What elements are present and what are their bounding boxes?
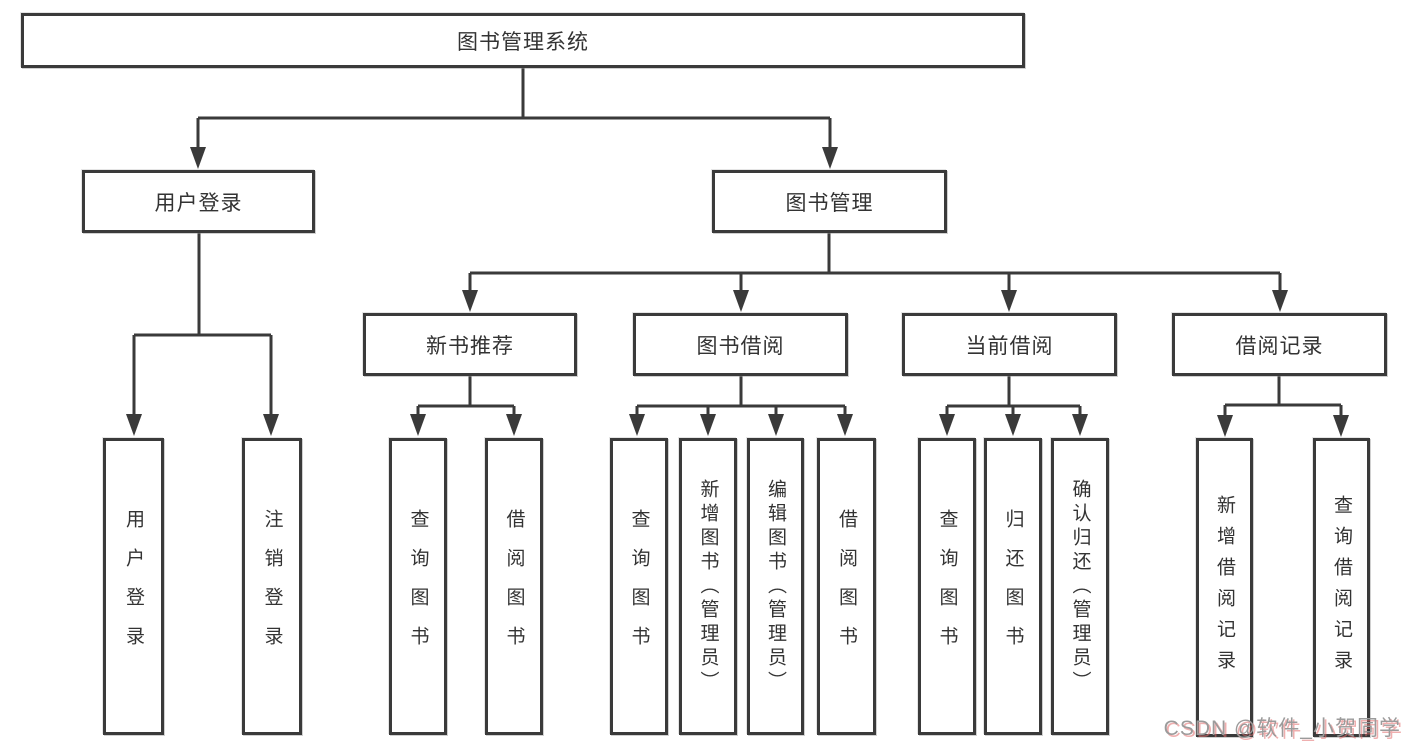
node-label: 借阅图书 bbox=[503, 508, 525, 665]
node-book-management: 图书管理 bbox=[712, 170, 947, 233]
node-label: 用户登录 bbox=[123, 508, 144, 665]
leaf-edit-books-admin: 编辑图书（管理员） bbox=[747, 438, 804, 735]
leaf-borrow-books-recommend: 借阅图书 bbox=[485, 438, 543, 735]
node-library-management-system: 图书管理系统 bbox=[21, 13, 1025, 68]
node-label: 查询图书 bbox=[628, 508, 650, 665]
leaf-add-borrow-record: 新增借阅记录 bbox=[1196, 438, 1253, 737]
leaf-search-borrow-record: 查询借阅记录 bbox=[1313, 438, 1370, 737]
leaf-borrow-books-borrowing: 借阅图书 bbox=[817, 438, 876, 735]
node-book-borrowing: 图书借阅 bbox=[633, 313, 848, 376]
node-label: 借阅图书 bbox=[836, 508, 857, 665]
leaf-search-books-current: 查询图书 bbox=[918, 438, 976, 735]
leaf-add-books-admin: 新增图书（管理员） bbox=[679, 438, 737, 735]
node-label: 用户登录 bbox=[154, 191, 243, 215]
node-label: 查询借阅记录 bbox=[1331, 494, 1352, 681]
node-borrowing-records: 借阅记录 bbox=[1172, 313, 1387, 376]
node-label: 当前借阅 bbox=[965, 334, 1054, 358]
node-label: 图书管理 bbox=[785, 191, 874, 215]
leaf-return-books: 归还图书 bbox=[984, 438, 1042, 735]
node-label: 图书管理系统 bbox=[457, 30, 589, 54]
node-label: 新书推荐 bbox=[426, 334, 514, 358]
node-label: 确认归还（管理员） bbox=[1069, 478, 1091, 695]
leaf-user-login: 用户登录 bbox=[103, 438, 164, 735]
leaf-confirm-return-admin: 确认归还（管理员） bbox=[1051, 438, 1109, 735]
node-label: 归还图书 bbox=[1002, 508, 1024, 665]
node-label: 查询图书 bbox=[407, 508, 429, 665]
node-label: 借阅记录 bbox=[1235, 334, 1324, 358]
csdn-watermark: CSDN @软件_小贺同学 bbox=[1163, 717, 1401, 740]
arrowheads bbox=[126, 147, 1349, 437]
leaf-search-books-recommend: 查询图书 bbox=[389, 438, 447, 735]
leaf-search-books-borrowing: 查询图书 bbox=[610, 438, 668, 735]
node-label: 查询图书 bbox=[936, 508, 958, 665]
node-label: 编辑图书（管理员） bbox=[765, 478, 786, 695]
leaf-logout: 注销登录 bbox=[242, 438, 302, 735]
node-label: 新增借阅记录 bbox=[1214, 494, 1235, 681]
node-label: 注销登录 bbox=[261, 508, 283, 665]
node-user-login: 用户登录 bbox=[82, 170, 315, 233]
node-new-book-recommendation: 新书推荐 bbox=[363, 313, 577, 376]
node-label: 新增图书（管理员） bbox=[697, 478, 719, 695]
node-current-borrowing: 当前借阅 bbox=[902, 313, 1117, 376]
node-label: 图书借阅 bbox=[696, 334, 785, 358]
